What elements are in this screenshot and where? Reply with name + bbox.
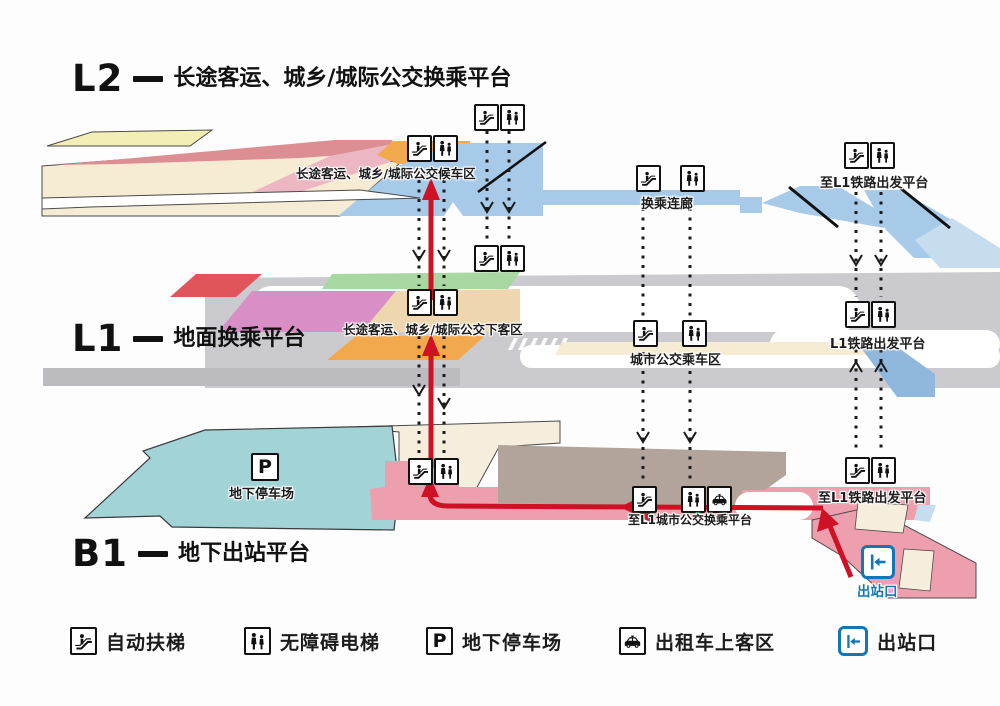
level-id: L1 — [72, 317, 124, 360]
escalator-icon — [407, 289, 432, 316]
area-label-l1-dropoff: 长途客运、城乡/城际公交下客区 — [343, 322, 523, 337]
area-label-l1-city-bus: 城市公交乘车区 — [630, 353, 722, 368]
escalator-icon — [845, 301, 870, 328]
level-name: 地面换乘平台 — [173, 325, 306, 351]
escalator-icon — [474, 104, 499, 131]
title-dash — [133, 335, 164, 342]
level-title-b1: B1 地下出站平台 — [72, 535, 310, 572]
legend-label: 自动扶梯 — [106, 631, 187, 654]
elevator-icon — [500, 245, 525, 272]
elevator-icon — [434, 458, 459, 485]
legend-item-escalator: 自动扶梯 — [70, 627, 186, 655]
escalator-icon — [408, 458, 433, 485]
level-title-l1: L1 地面换乘平台 — [72, 320, 305, 357]
taxi-icon — [707, 486, 732, 513]
area-label-b1-to-rail: 至L1铁路出发平台 — [818, 491, 927, 506]
legend-item-taxi: 出租车上客区 — [619, 627, 775, 655]
area-label-b1-to-citybus: 至L1城市公交换乘平台 — [628, 513, 752, 527]
parking-letter: P — [432, 630, 447, 652]
elevator-icon — [433, 135, 458, 162]
escalator-icon — [407, 135, 432, 162]
title-dash — [137, 550, 168, 557]
area-label-l2-to-rail: 至L1铁路出发平台 — [820, 176, 929, 191]
legend-label: 出站口 — [877, 631, 938, 654]
connector-direction-arrows — [412, 201, 888, 444]
area-label-b1-exit: 出站口 — [857, 584, 898, 600]
escalator-icon — [474, 245, 499, 272]
area-label-l2-corridor: 换乘连廊 — [641, 197, 694, 212]
elevator-icon — [871, 457, 896, 484]
elevator-icon — [244, 627, 272, 655]
legend-label: 无障碍电梯 — [280, 631, 381, 654]
parking-icon: P — [426, 627, 454, 655]
area-label-b1-parking: 地下停车场 — [229, 487, 295, 502]
area-label-l2-waiting: 长途客运、城乡/城际公交候车区 — [296, 166, 476, 181]
legend: 自动扶梯 无障碍电梯 P 地下停车场 出租车上客区 出站口 — [70, 626, 937, 656]
l2-floor-shapes — [41, 129, 1000, 268]
taxi-icon — [619, 627, 647, 655]
level-name: 地下出站平台 — [177, 540, 310, 566]
elevator-icon — [682, 320, 707, 347]
legend-item-elevator: 无障碍电梯 — [244, 627, 380, 655]
legend-item-parking: P 地下停车场 — [426, 627, 562, 655]
elevator-icon — [871, 301, 896, 328]
title-dash — [133, 75, 164, 82]
elevator-icon — [681, 486, 706, 513]
elevator-icon — [680, 165, 705, 192]
legend-label: 出租车上客区 — [655, 631, 776, 654]
elevator-icon — [500, 104, 525, 131]
level-title-l2: L2 长途客运、城乡/城际公交换乘平台 — [72, 60, 511, 97]
escalator-icon — [633, 320, 658, 347]
parking-letter: P — [258, 456, 272, 478]
level-id: B1 — [72, 532, 128, 575]
escalator-icon — [70, 627, 97, 655]
area-label-l1-rail: L1铁路出发平台 — [830, 337, 926, 352]
parking-icon: P — [251, 453, 279, 481]
level-id: L2 — [72, 57, 124, 100]
legend-label: 地下停车场 — [462, 631, 563, 654]
elevator-icon — [433, 289, 458, 316]
escalator-icon — [632, 486, 657, 513]
legend-item-exit: 出站口 — [838, 626, 937, 656]
exit-icon — [861, 545, 895, 579]
level-name: 长途客运、城乡/城际公交换乘平台 — [173, 65, 512, 91]
elevator-icon — [870, 142, 895, 169]
escalator-icon — [636, 165, 661, 192]
exit-icon — [838, 626, 869, 656]
escalator-icon — [844, 142, 869, 169]
escalator-icon — [845, 457, 870, 484]
